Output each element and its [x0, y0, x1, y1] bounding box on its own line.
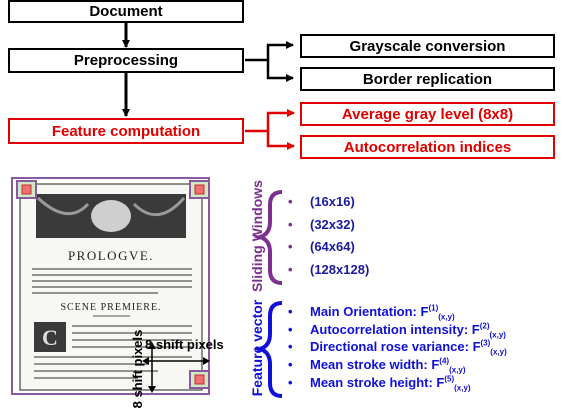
list-item: •Mean stroke width: F(4)(x,y) [288, 356, 466, 375]
svg-text:C: C [42, 325, 58, 350]
preprocessing-box: Preprocessing [8, 48, 244, 73]
brace-feature-vector [253, 301, 283, 398]
feature-vector-list: •Main Orientation: F(1)(x,y) •Autocorrel… [288, 303, 507, 393]
window-marker-bottom-right [189, 370, 210, 389]
document-label: Document [89, 3, 163, 20]
horizontal-shift-label: 8 shift pixels [145, 337, 224, 352]
branch-autocorr [266, 131, 295, 150]
flow-connectors [122, 22, 295, 398]
window-marker-top-left [16, 180, 37, 199]
document-scene: SCENE PREMIERE. [60, 302, 161, 313]
grayscale-label: Grayscale conversion [349, 37, 506, 55]
document-heading: PROLOGVE. [68, 248, 154, 263]
document-box: Document [8, 0, 244, 23]
brace-sliding-windows [253, 190, 283, 285]
list-item: •(64x64) [288, 239, 355, 255]
autocorr-box: Autocorrelation indices [300, 135, 555, 159]
branch-grayscale [245, 41, 294, 62]
drop-cap [34, 322, 66, 352]
list-item: •Autocorrelation intensity: F(2)(x,y) [288, 321, 506, 340]
sliding-window-frame [11, 177, 210, 395]
autocorr-label: Autocorrelation indices [343, 138, 512, 156]
list-item: •Mean stroke height: F(5)(x,y) [288, 374, 471, 393]
avg-gray-label: Average gray level (8x8) [341, 105, 514, 123]
branch-border [266, 60, 294, 82]
feature-vector-label: Feature vector [249, 299, 265, 397]
sliding-windows-list: •(16x16) •(32x32) •(64x64) •(128x128) [288, 191, 369, 282]
sliding-windows-label: Sliding Windows [249, 180, 265, 292]
list-item: •(32x32) [288, 216, 355, 232]
vertical-shift-label: 8 shift pixels [130, 329, 145, 409]
window-marker-top-right [189, 180, 210, 199]
avg-gray-box: Average gray level (8x8) [300, 102, 555, 126]
border-box: Border replication [300, 67, 555, 91]
list-item: •(16x16) [288, 194, 355, 209]
list-item: •(128x128) [288, 262, 370, 278]
feature-computation-box: Feature computation [8, 118, 244, 144]
border-label: Border replication [362, 70, 493, 88]
feature-computation-label: Feature computation [51, 122, 201, 140]
branch-avg-gray [245, 109, 295, 133]
document-text-lines [32, 268, 192, 294]
list-item: •Directional rose variance: F(3)(x,y) [288, 339, 507, 357]
document-scan-image: PROLOGVE. SCENE PREMIERE. C [8, 176, 214, 398]
preprocessing-label: Preprocessing [73, 52, 179, 69]
grayscale-box: Grayscale conversion [300, 34, 555, 58]
list-item: •Main Orientation: F(1)(x,y) [288, 303, 455, 322]
